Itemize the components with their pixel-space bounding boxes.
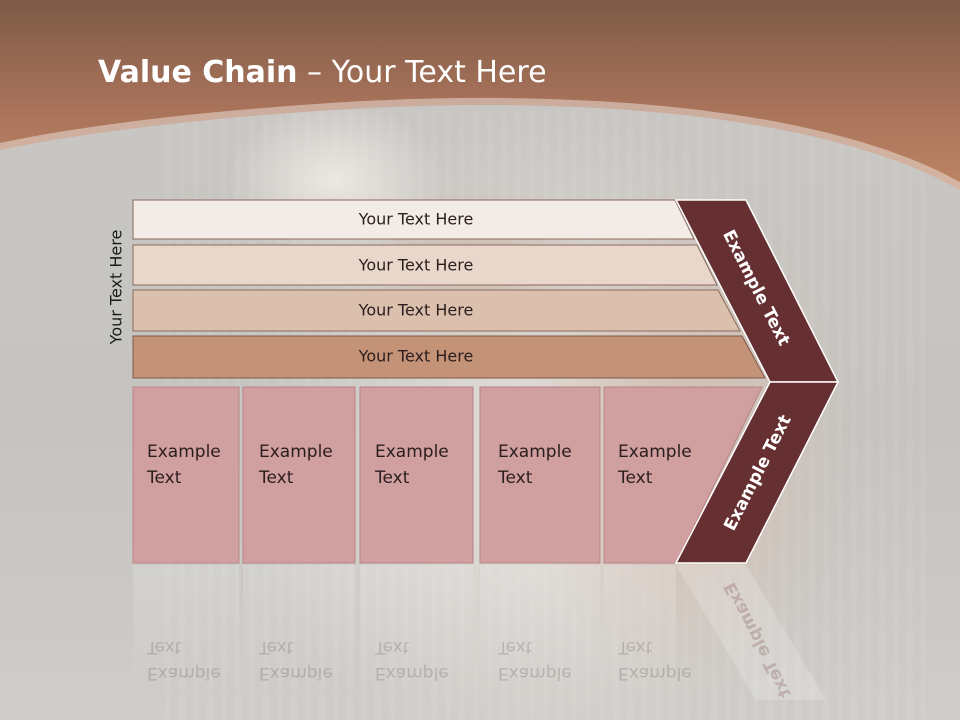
activity-box-3[interactable]	[359, 386, 474, 564]
header-banner	[0, 0, 960, 190]
box-5-refl-line1: Example	[618, 663, 692, 683]
page-title: Value Chain – Your Text Here	[98, 55, 547, 90]
bar-3[interactable]	[132, 289, 741, 332]
box-5-line2: Text	[618, 468, 653, 488]
box-1-refl-line1: Example	[147, 663, 221, 683]
box-1-refl-line2: Text	[147, 637, 182, 657]
bar-2[interactable]	[132, 244, 718, 286]
box-3-line1: Example	[375, 442, 449, 462]
box-1-line2: Text	[147, 468, 182, 488]
reflection	[133, 565, 826, 700]
box-4-line2: Text	[498, 468, 533, 488]
title-bold: Value Chain	[98, 55, 298, 90]
bar-3-label: Your Text Here	[358, 301, 474, 320]
activity-box-2[interactable]	[242, 386, 356, 564]
box-2-refl-line1: Example	[259, 663, 333, 683]
box-3-line2: Text	[375, 468, 410, 488]
activity-boxes	[132, 386, 763, 564]
activity-bars	[132, 199, 766, 379]
activity-box-1[interactable]	[132, 386, 240, 564]
box-2-line2: Text	[259, 468, 294, 488]
bar-2-label: Your Text Here	[358, 256, 474, 275]
bar-1[interactable]	[132, 199, 695, 240]
box-4-refl-line1: Example	[498, 663, 572, 683]
box-5-line1: Example	[618, 442, 692, 462]
box-4-line1: Example	[498, 442, 572, 462]
box-4-text-reflection: Example Text	[498, 634, 572, 686]
box-2-line1: Example	[259, 442, 333, 462]
title-rest: – Your Text Here	[297, 55, 547, 90]
box-3-refl-line2: Text	[375, 637, 410, 657]
chevron-lower[interactable]	[674, 381, 840, 564]
bar-1-label: Your Text Here	[358, 210, 474, 229]
box-3-text-reflection: Example Text	[375, 634, 449, 686]
box-2-refl-line2: Text	[259, 637, 294, 657]
box-2-text-reflection: Example Text	[259, 634, 333, 686]
box-4-refl-line2: Text	[498, 637, 533, 657]
box-5-text-reflection: Example Text	[618, 634, 692, 686]
box-5-refl-line2: Text	[618, 637, 653, 657]
box-3-refl-line1: Example	[375, 663, 449, 683]
bar-4-label: Your Text Here	[358, 347, 474, 366]
activity-box-4[interactable]	[479, 386, 601, 564]
box-1-line1: Example	[147, 442, 221, 462]
box-1-text-reflection: Example Text	[147, 634, 221, 686]
bar-4[interactable]	[132, 335, 766, 379]
